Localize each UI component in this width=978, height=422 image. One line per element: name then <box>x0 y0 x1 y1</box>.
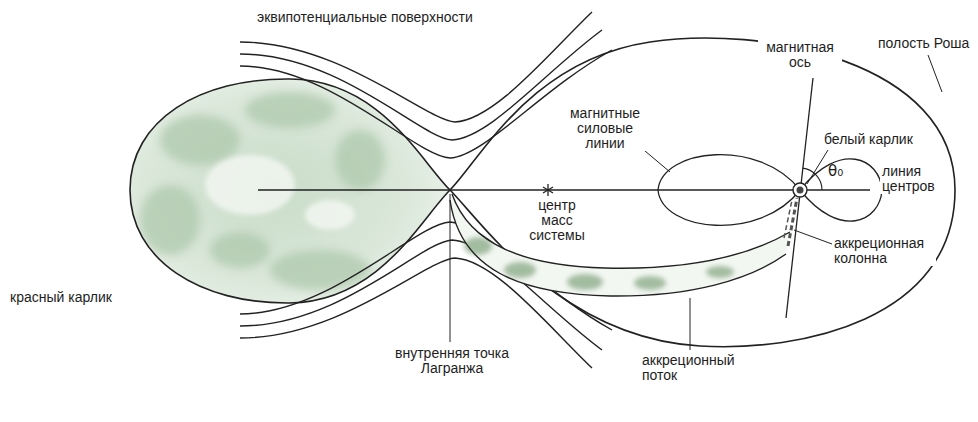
roche-lobe-label: полость Роша <box>876 36 971 51</box>
accretion-column-label: аккреционная колонна <box>832 236 936 266</box>
centres-line-label: линия центров <box>880 164 950 194</box>
white-dwarf <box>793 183 807 197</box>
red-dwarf <box>130 79 450 303</box>
leader-lines <box>450 55 942 350</box>
magnetic-field-lines <box>658 155 882 226</box>
red-dwarf-label: красный карлик <box>8 290 114 305</box>
white-dwarf-label: белый карлик <box>822 132 915 147</box>
equipotential-label: эквипотенциальные поверхности <box>255 10 475 25</box>
axis-label: магнитная ось <box>758 40 842 70</box>
centre-of-mass-star <box>543 184 553 196</box>
angle-label: θ₀ <box>826 164 845 179</box>
magnetic-axis <box>786 78 813 318</box>
lagrange-point-label: внутренняя точка Лагранжа <box>392 346 512 376</box>
field-lines-label: магнитные силовые линии <box>560 106 650 151</box>
centre-of-mass-label: центр масс системы <box>522 198 592 243</box>
line-of-centres <box>258 189 870 190</box>
accretion-stream-label: аккреционный поток <box>640 353 740 383</box>
accretion-stream <box>450 194 790 296</box>
